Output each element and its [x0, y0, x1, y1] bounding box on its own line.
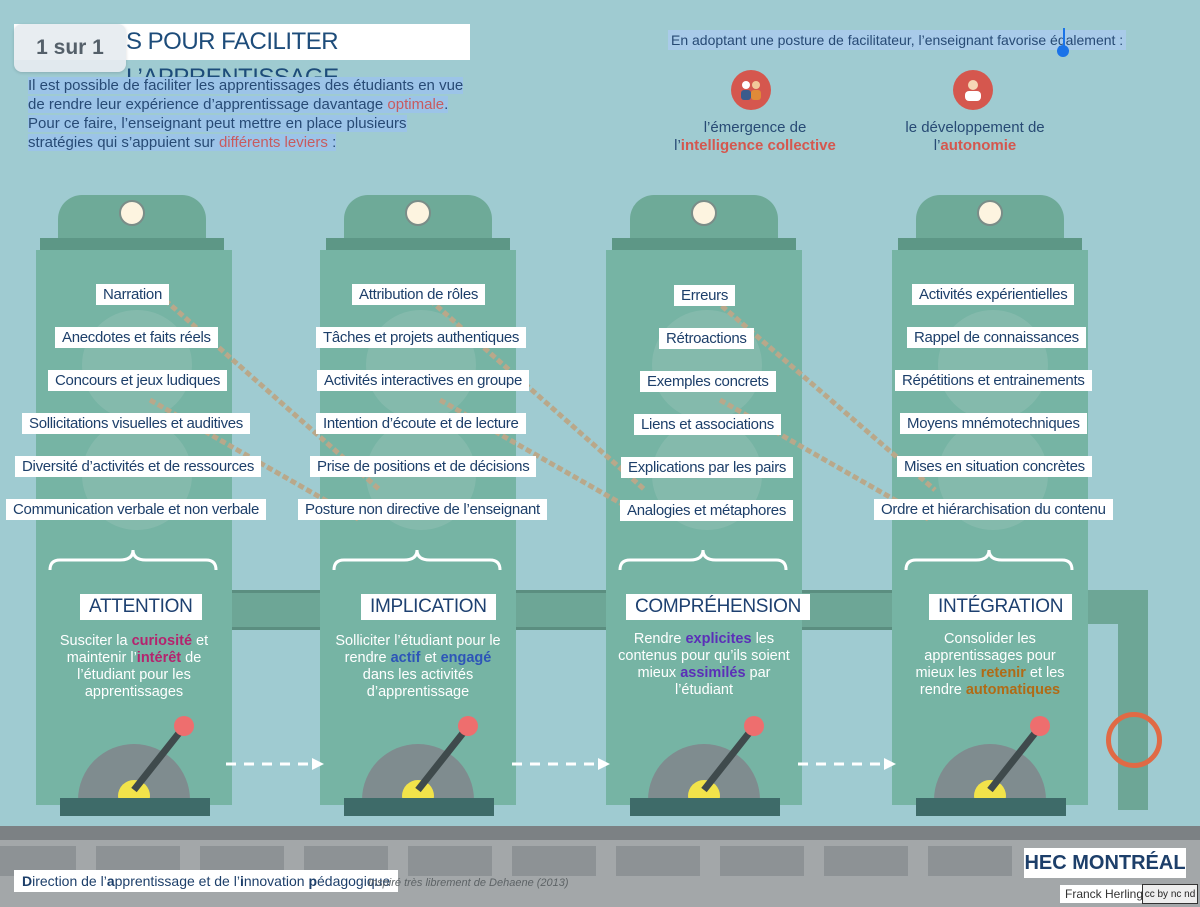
lever-tag: Activités expérientielles	[912, 284, 1075, 305]
hec-logo: HEC MONTRÉAL	[1024, 848, 1186, 878]
lever-tag: Concours et jeux ludiques	[48, 370, 228, 391]
lever-tag: Rappel de connaissances	[907, 327, 1086, 348]
stage-label: ATTENTION	[80, 594, 202, 620]
lever-tag: Ordre et hiérarchisation du contenu	[874, 499, 1113, 520]
lever-tag: Diversité d’activités et de ressources	[15, 456, 262, 477]
lever-tag: Anecdotes et faits réels	[55, 327, 218, 348]
valve-wheel-icon[interactable]	[1106, 712, 1162, 768]
stage-description: Consolider les apprentissages pour mieux…	[915, 631, 1065, 698]
outlet-pipe-vertical	[1118, 600, 1148, 810]
lever-tag: Attribution de rôles	[352, 284, 486, 305]
lever-tag: Répétitions et entrainements	[895, 370, 1092, 391]
lever-base-plate	[916, 798, 1066, 816]
gauge-icon	[405, 200, 431, 226]
column-band-4	[898, 238, 1082, 252]
lever-tag: Communication verbale et non verbale	[6, 499, 267, 520]
text-cursor[interactable]	[1063, 28, 1065, 48]
floor-tile	[616, 846, 700, 876]
lever-tag: Rétroactions	[659, 328, 754, 349]
connector-pipe-1	[232, 590, 320, 630]
lever-tag: Erreurs	[674, 285, 736, 306]
gauge-icon	[977, 200, 1003, 226]
stage-description: Susciter la curiosité et maintenir l’int…	[59, 633, 209, 700]
lever-tag: Activités interactives en groupe	[317, 370, 530, 391]
group-icon	[731, 70, 771, 110]
lever-tag: Sollicitations visuelles et auditives	[22, 413, 251, 434]
connector-pipe-3	[802, 590, 892, 630]
lever-base-plate	[630, 798, 780, 816]
gauge-icon	[119, 200, 145, 226]
facilitator-text[interactable]: En adoptant une posture de facilitateur,…	[668, 30, 1127, 50]
collective-intelligence-label: l’émergence de l’intelligence collective	[674, 119, 836, 154]
lever-tag: Intention d’écoute et de lecture	[316, 413, 526, 434]
lever-tag: Exemples concrets	[640, 371, 776, 392]
intro-leviers: différents leviers	[218, 134, 328, 151]
stage-label: INTÉGRATION	[929, 594, 1073, 620]
page-indicator[interactable]: 1 sur 1	[14, 24, 126, 72]
direction-label: Direction de l’apprentissage et de l’inn…	[14, 870, 399, 892]
intro-text-3: :	[327, 134, 337, 151]
lever-tag: Analogies et métaphores	[620, 500, 794, 521]
lever-tag: Narration	[96, 284, 169, 305]
intro-text-1: Il est possible de faciliter les apprent…	[28, 77, 464, 113]
lever-tag: Prise de positions et de décisions	[310, 456, 537, 477]
intro-paragraph[interactable]: Il est possible de faciliter les apprent…	[28, 76, 468, 152]
lever-tag: Explications par les pairs	[621, 457, 794, 478]
license-icon: cc by nc nd	[1142, 884, 1198, 904]
lever-tag: Posture non directive de l’enseignant	[298, 499, 547, 520]
floor-tile	[824, 846, 908, 876]
column-band-1	[40, 238, 224, 252]
floor-tile	[512, 846, 596, 876]
gauge-icon	[691, 200, 717, 226]
floor-tile	[720, 846, 804, 876]
lever-tag: Tâches et projets authentiques	[316, 327, 527, 348]
stage-label: COMPRÉHENSION	[626, 594, 811, 620]
floor-rail	[0, 826, 1200, 840]
column-band-3	[612, 238, 796, 252]
lever-tag: Mises en situation concrètes	[897, 456, 1092, 477]
intro-optimale: optimale	[387, 96, 445, 113]
lever-base-plate	[344, 798, 494, 816]
floor-tile	[928, 846, 1012, 876]
autonomy-label: le développement de l’autonomie	[905, 119, 1045, 154]
selection-handle[interactable]	[1057, 45, 1069, 57]
column-band-2	[326, 238, 510, 252]
lever-base-plate	[60, 798, 210, 816]
person-icon	[953, 70, 993, 110]
inspiration-credit: Inspiré très librement de Dehaene (2013)	[368, 877, 569, 889]
lever-tag: Moyens mnémotechniques	[900, 413, 1087, 434]
stage-description: Rendre explicites les contenus pour qu’i…	[618, 631, 790, 698]
connector-pipe-2	[516, 590, 606, 630]
floor-tile	[408, 846, 492, 876]
author-credit: Franck Herling	[1060, 885, 1149, 903]
lever-tag: Liens et associations	[634, 414, 781, 435]
stage-label: IMPLICATION	[361, 594, 496, 620]
stage-description: Solliciter l’étudiant pour le rendre act…	[335, 633, 501, 700]
